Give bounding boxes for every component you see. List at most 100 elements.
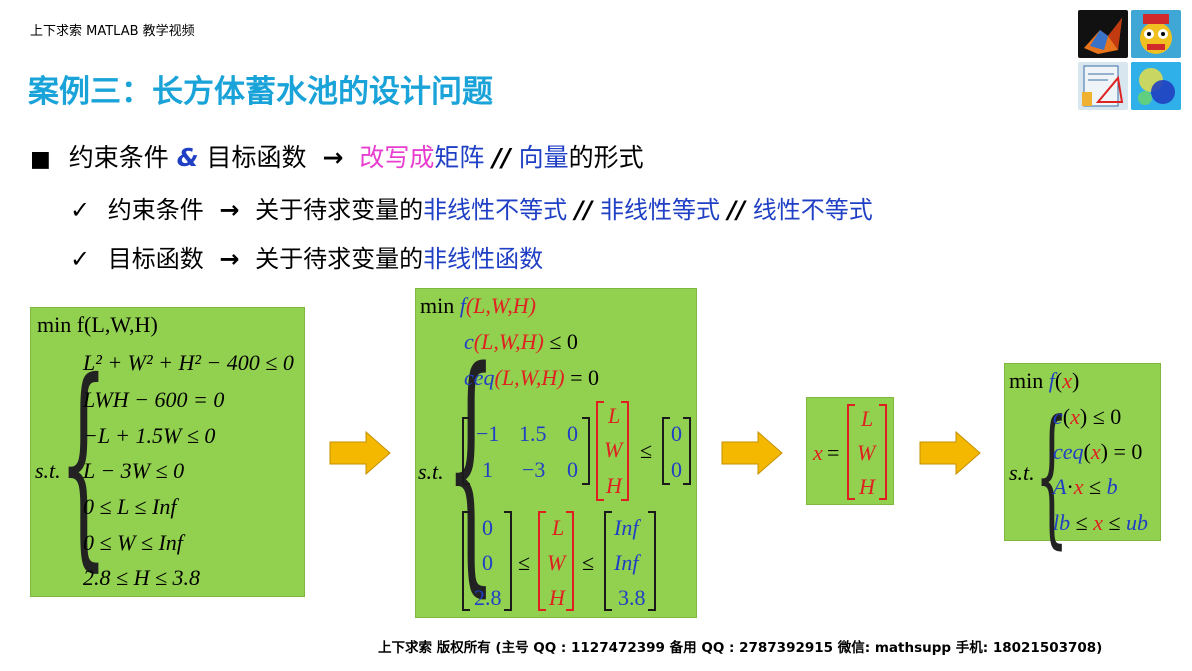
vector-text: 向量 <box>518 143 569 172</box>
bracket <box>504 511 512 611</box>
dot: · <box>1066 474 1074 499</box>
ub-symbol: ub <box>1126 510 1149 535</box>
bracket <box>847 404 855 500</box>
A-symbol: A <box>1053 474 1067 499</box>
bracket <box>648 511 656 611</box>
le-zero: ≤ 0 <box>549 329 578 354</box>
eq-zero: = 0 <box>570 365 600 390</box>
min-label: min <box>1009 368 1044 393</box>
le-symbol: ≤ <box>582 550 595 575</box>
st-label: s.t. <box>35 458 61 483</box>
constraint-2: LWH − 600 = 0 <box>83 387 225 412</box>
arrow-right-icon <box>919 430 981 476</box>
nonlinear-ineq-row: c(L,W,H) ≤ 0 <box>464 331 578 353</box>
le-symbol: ≤ <box>1089 474 1102 499</box>
constraint-4: L − 3W ≤ 0 <box>83 458 185 483</box>
bracket <box>662 417 670 485</box>
bullet-sub1: ✓ 约束条件 → 关于待求变量的非线性不等式 // 非线性等式 // 线性不等式 <box>70 190 873 225</box>
x-cell: L <box>861 406 874 431</box>
c-symbol: c <box>1053 404 1063 429</box>
bracket <box>683 417 691 485</box>
bracket <box>621 401 629 501</box>
x-arg: x <box>1062 368 1072 393</box>
separator: // <box>727 196 746 224</box>
x-cell: H <box>606 473 622 498</box>
about-text: 关于待求变量的 <box>255 245 424 273</box>
st-label: s.t. <box>1009 460 1035 485</box>
matrix-cell: −1 <box>476 421 500 446</box>
le-symbol: ≤ <box>518 550 531 575</box>
b-cell: 0 <box>671 457 682 482</box>
ub-cell: Inf <box>614 515 639 540</box>
le-zero: ≤ 0 <box>1092 404 1122 429</box>
ub-cell: 3.8 <box>618 585 646 610</box>
arrow-right-icon <box>329 430 391 476</box>
robot-cartoon-icon <box>1131 10 1181 58</box>
objective: min f(L,W,H) <box>420 295 536 317</box>
separator: // <box>492 143 511 172</box>
check-icon: ✓ <box>70 196 91 224</box>
linear-ineq: 线性不等式 <box>752 196 873 224</box>
nonlinear-eq: 非线性等式 <box>599 196 720 224</box>
left-brace: { <box>446 317 496 619</box>
ceq-symbol: ceq <box>464 365 495 390</box>
f-args: (L,W,H) <box>465 293 536 318</box>
heatmap-icon <box>1131 62 1181 110</box>
x-arg: x <box>1070 404 1080 429</box>
c-row: c(x) ≤ 0 <box>1053 404 1122 429</box>
left-brace: { <box>59 334 108 590</box>
objective: min f(x) <box>1009 368 1080 393</box>
ceq-row: ceq(x) = 0 <box>1053 439 1143 464</box>
x-vector-box: x = L W H <box>806 397 894 505</box>
matrix-cell: −3 <box>522 457 546 482</box>
standard-form-box: min f(x) s.t. { c(x) ≤ 0 ceq(x) = 0 A·x … <box>1004 363 1161 556</box>
x-cell: L <box>552 515 565 540</box>
bullet-main: ■ 约束条件 & 目标函数 → 改写成矩阵 // 向量的形式 <box>30 138 644 174</box>
bullet-main-text1: 约束条件 <box>68 143 169 172</box>
bracket <box>596 401 604 501</box>
separator: // <box>574 196 593 224</box>
ceq-symbol: ceq <box>1053 439 1084 464</box>
nonlinear-func: 非线性函数 <box>423 245 544 273</box>
constraint-5: 0 ≤ L ≤ Inf <box>83 494 177 519</box>
le-symbol: ≤ <box>1108 510 1121 535</box>
x-cell: L <box>608 403 621 428</box>
ub-cell: Inf <box>614 550 639 575</box>
x-cell: W <box>547 550 566 575</box>
form-text: 的形式 <box>568 143 644 172</box>
x-symbol: x <box>813 440 823 465</box>
rewrite-text: 改写成 <box>359 143 435 172</box>
eq-zero: = 0 <box>1113 439 1143 464</box>
arrow-icon: → <box>219 245 240 273</box>
bracket <box>604 511 612 611</box>
x-arg: x <box>1073 474 1084 499</box>
lb-cell: 0 <box>482 515 493 540</box>
x-cell: W <box>857 440 876 465</box>
b-cell: 0 <box>671 421 682 446</box>
constraint-6: 0 ≤ W ≤ Inf <box>83 530 183 555</box>
lb-cell: 2.8 <box>474 585 502 610</box>
x-cell: W <box>604 437 623 462</box>
ampersand: & <box>176 143 199 172</box>
matrix-cell: 0 <box>567 457 578 482</box>
bracket <box>538 511 546 611</box>
matrix-text: 矩阵 <box>434 143 485 172</box>
min-label: min <box>420 293 455 318</box>
x-arg: x <box>1093 510 1103 535</box>
bullet-main-text2: 目标函数 <box>206 143 307 172</box>
about-text: 关于待求变量的 <box>255 196 424 224</box>
x-cell: H <box>549 585 565 610</box>
c-symbol: c <box>464 329 474 354</box>
linear-row: A·x ≤ b <box>1053 476 1118 498</box>
nonlinear-ineq: 非线性不等式 <box>423 196 568 224</box>
matrix-cell: 1.5 <box>519 421 547 446</box>
f-symbol: f <box>459 293 466 318</box>
bracket <box>879 404 887 500</box>
page-title: 案例三：长方体蓄水池的设计问题 <box>28 74 493 110</box>
matlab-logo-icon <box>1078 10 1128 58</box>
matrix-cell: 0 <box>567 421 578 446</box>
bounds-row: lb ≤ x ≤ ub <box>1053 512 1148 534</box>
le-symbol: ≤ <box>1075 510 1088 535</box>
arrow-icon: → <box>219 196 240 224</box>
st-label: s.t. <box>418 459 444 484</box>
